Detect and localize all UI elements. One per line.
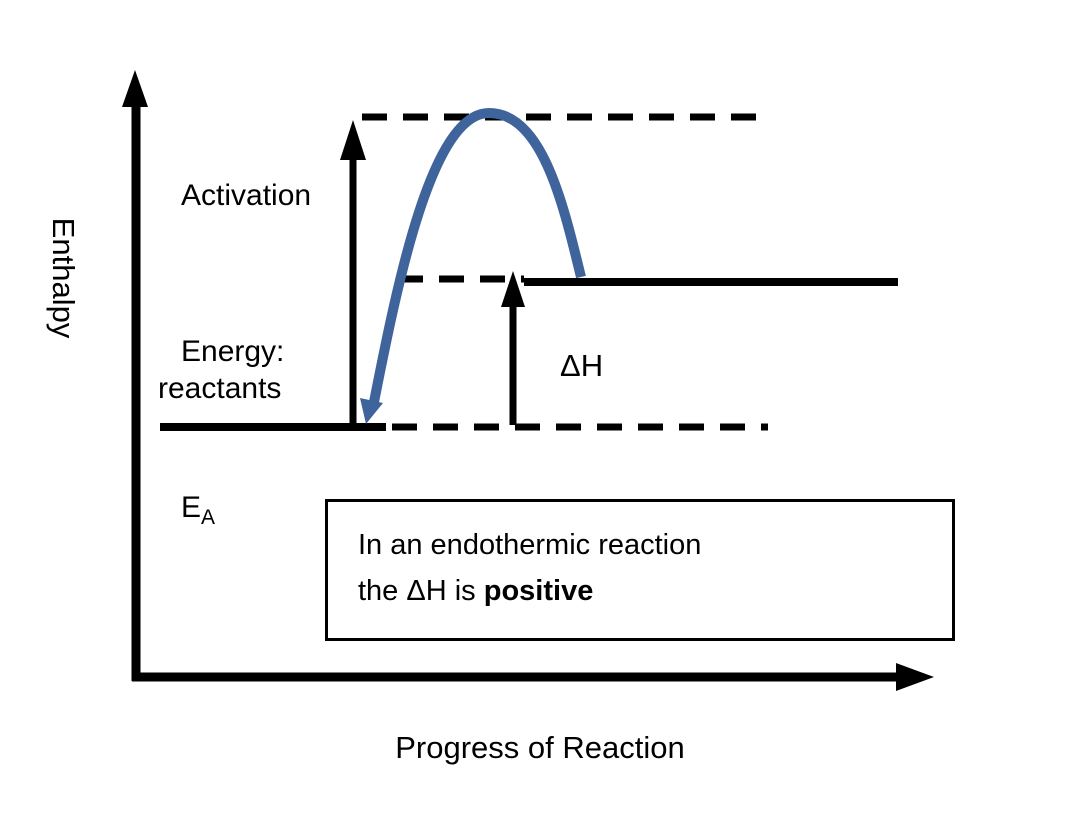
x-axis-label: Progress of Reaction (395, 730, 685, 765)
activation-energy-symbol-subscript: A (201, 506, 216, 529)
y-axis-label: Enthalpy (46, 217, 81, 339)
note-line2-bold: positive (483, 575, 594, 607)
activation-energy-label: Activation Energy: EA (181, 66, 311, 638)
activation-energy-symbol: EA (181, 482, 311, 534)
note-line1: In an endothermic reaction (358, 529, 702, 561)
delta-h-arrowhead-icon (501, 271, 525, 307)
y-axis-arrowhead-icon (122, 70, 148, 107)
delta-h-label: ΔH (560, 348, 604, 383)
curve-start-arrowhead-icon (360, 398, 383, 424)
endothermic-note-box: In an endothermic reaction the ΔH is pos… (325, 499, 955, 641)
activation-energy-arrowhead-icon (340, 120, 366, 160)
note-line2-prefix: the ΔH is (358, 575, 484, 607)
activation-energy-symbol-base: E (181, 491, 202, 524)
note-line2: the ΔH is positive (358, 568, 952, 614)
reactants-label: reactants (158, 372, 282, 405)
activation-energy-label-line2: Energy: (181, 335, 285, 368)
x-axis-arrowhead-icon (896, 663, 934, 691)
activation-energy-label-line1: Activation (181, 179, 312, 212)
reaction-pathway-curve (369, 107, 586, 403)
